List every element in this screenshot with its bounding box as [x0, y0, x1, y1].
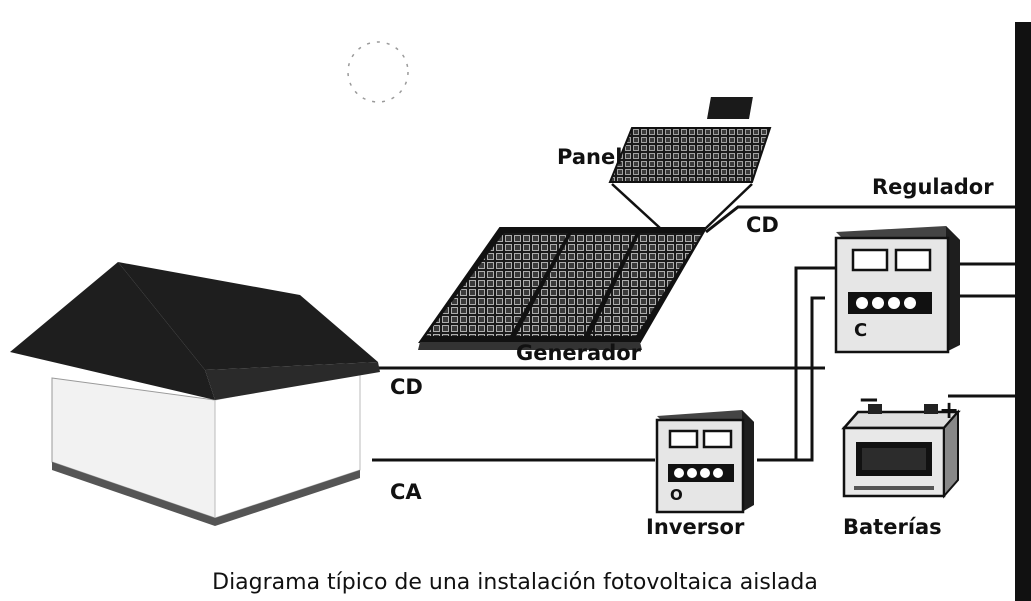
diagram-caption: Diagrama típico de una instalación fotov…	[212, 570, 818, 595]
battery-icon: − +	[841, 385, 961, 499]
wire-regulator-inverter	[757, 296, 825, 462]
inverter-icon: O	[655, 410, 754, 514]
battery-plus-label: +	[939, 396, 959, 424]
label-cd-generator: CD	[746, 213, 779, 237]
battery-minus-label: −	[858, 385, 880, 415]
panel-detail-square	[707, 97, 753, 119]
label-ca-house: CA	[390, 480, 422, 504]
label-baterias: Baterías	[843, 515, 942, 539]
inverter-mark: O	[670, 486, 683, 504]
solar-array-icon	[418, 227, 708, 350]
label-regulador: Regulador	[872, 175, 994, 199]
label-inversor: Inversor	[646, 515, 745, 539]
wiring	[372, 205, 1015, 462]
right-edge-bar	[1015, 22, 1031, 601]
regulator-mark: C	[854, 320, 867, 341]
solar-panel-icon	[608, 97, 772, 229]
house-icon	[10, 262, 380, 526]
label-panel: Panel	[557, 145, 622, 169]
wire-regulator-top	[794, 266, 836, 460]
faint-mark	[347, 41, 409, 103]
regulator-icon: C	[834, 226, 960, 354]
label-generador: Generador	[516, 341, 642, 365]
wire-cd-generator	[705, 205, 1015, 234]
label-cd-house: CD	[390, 375, 423, 399]
